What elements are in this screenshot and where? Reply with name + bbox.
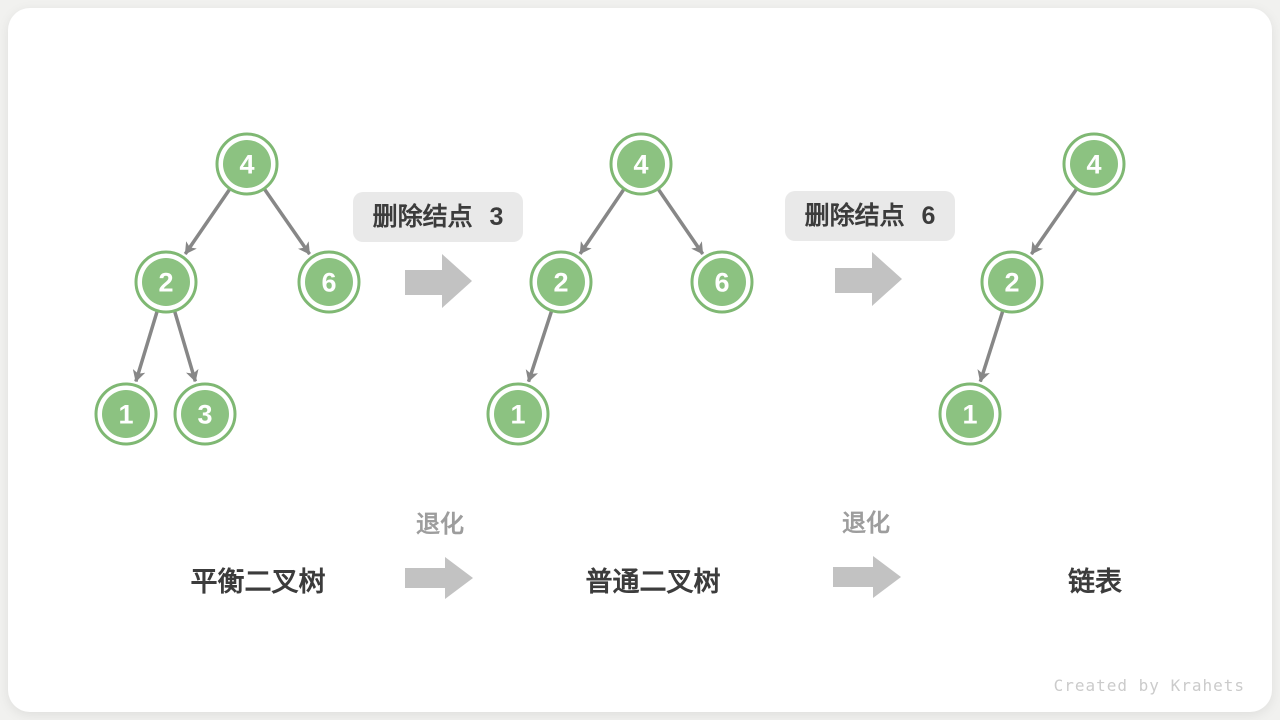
tree-node: 1: [94, 382, 158, 446]
tree-node-circle: [698, 258, 746, 306]
tree-node-value: 1: [118, 400, 133, 430]
tree-node: 3: [173, 382, 237, 446]
tree-node-value: 2: [553, 268, 568, 298]
tree-node-value: 2: [158, 268, 173, 298]
tree-name-linked-list: 链表: [1068, 567, 1122, 597]
degrade-label-right: 退化: [842, 510, 890, 537]
degrade-arrow-icon: [405, 557, 473, 599]
step-arrow-icon: [835, 252, 902, 306]
tree-node: 6: [297, 250, 361, 314]
tree-ordinary-binary-tree: 4 2 6 1: [486, 132, 754, 446]
tree-node: 1: [486, 382, 550, 446]
tree-node-value: 3: [197, 400, 212, 430]
tree-node-circle: [305, 258, 353, 306]
delete-node-3-label: 删除结点 3: [353, 192, 523, 242]
tree-node: 6: [690, 250, 754, 314]
tree-node-circle: [988, 258, 1036, 306]
tree-node: 4: [1062, 132, 1126, 196]
tree-node-value: 4: [239, 150, 254, 180]
tree-balanced-binary-tree: 4 2 6 1 3: [94, 132, 361, 446]
tree-node-circle: [1070, 140, 1118, 188]
tree-node-value: 1: [510, 400, 525, 430]
tree-node-circle: [102, 390, 150, 438]
tree-node: 2: [529, 250, 593, 314]
tree-node-circle: [142, 258, 190, 306]
tree-node-circle: [223, 140, 271, 188]
degrade-label-left: 退化: [416, 511, 464, 538]
tree-node-value: 2: [1004, 268, 1019, 298]
tree-node: 2: [134, 250, 198, 314]
tree-node-value: 1: [962, 400, 977, 430]
tree-node: 2: [980, 250, 1044, 314]
watermark: Created by Krahets: [1053, 676, 1245, 695]
tree-node-value: 4: [1086, 150, 1101, 180]
degrade-arrow-icon: [833, 556, 901, 598]
tree-node-circle: [946, 390, 994, 438]
tree-node-circle: [617, 140, 665, 188]
tree-node-value: 6: [714, 268, 729, 298]
tree-name-ordinary-binary-tree: 普通二叉树: [585, 567, 721, 597]
tree-name-balanced-binary-tree: 平衡二叉树: [190, 567, 326, 597]
step-arrow-icon: [405, 254, 472, 308]
tree-node-circle: [494, 390, 542, 438]
diagram-card: [8, 8, 1272, 712]
tree-node: 4: [215, 132, 279, 196]
delete-node-6-label: 删除结点 6: [785, 191, 955, 241]
tree-linked-list: 4 2 1: [938, 132, 1126, 446]
tree-node-value: 6: [321, 268, 336, 298]
tree-node-circle: [537, 258, 585, 306]
tree-node: 1: [938, 382, 1002, 446]
tree-node-value: 4: [633, 150, 648, 180]
tree-node-circle: [181, 390, 229, 438]
tree-node: 4: [609, 132, 673, 196]
